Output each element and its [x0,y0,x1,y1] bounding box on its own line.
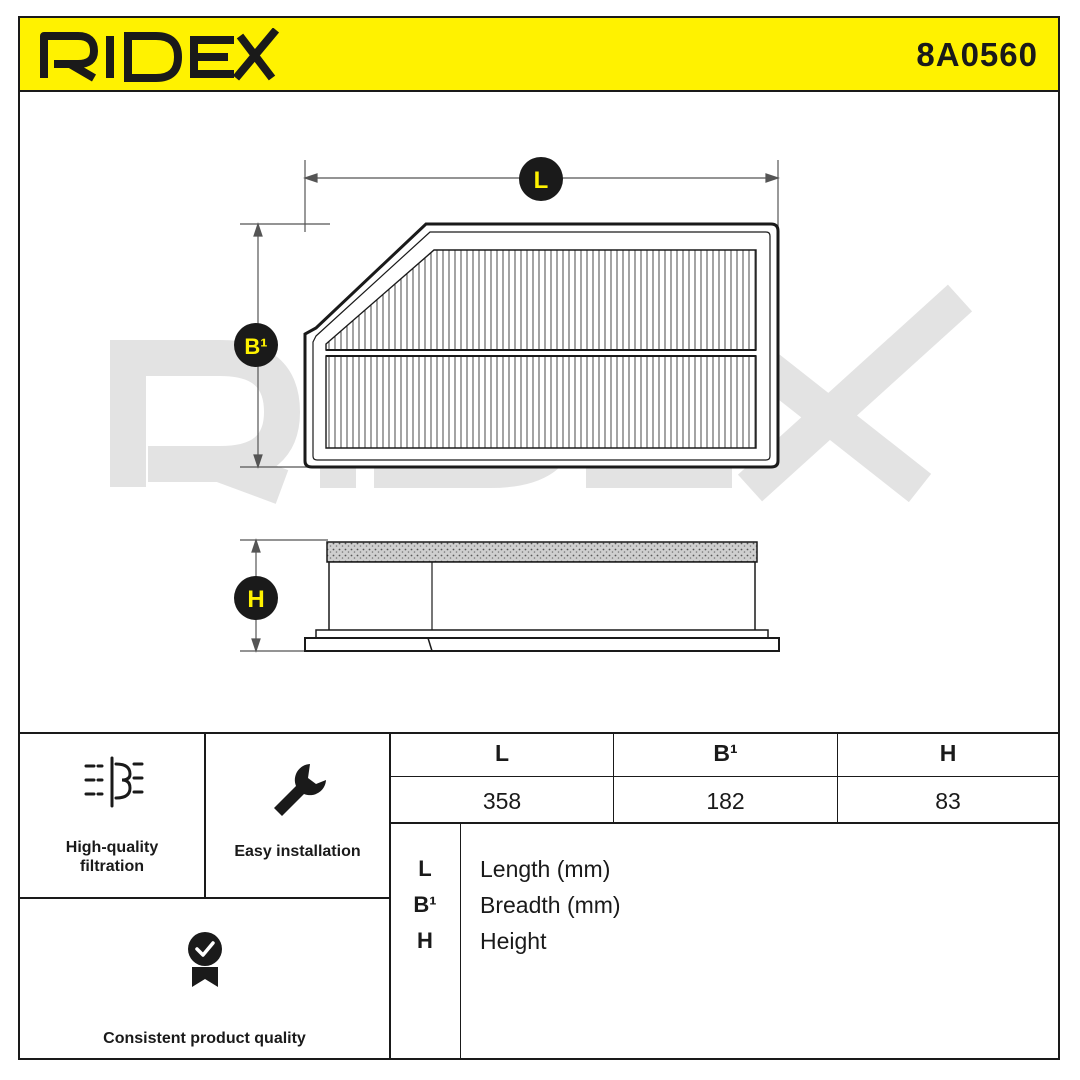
table-cell: 83 [935,788,961,814]
legend-description: Height [480,928,547,954]
header-bar: 8A0560 [20,18,1058,92]
divider [390,776,1058,777]
feature-label: Easy installation [234,843,361,860]
feature-installation: Easy installation [206,732,389,897]
filter-side-view [304,541,780,652]
feature-label: filtration [80,858,144,875]
breadth-badge-label: B¹ [244,334,267,359]
table-header: H [939,740,957,766]
divider [460,823,461,1058]
feature-quality: Consistent product quality [20,899,389,1058]
table-cell: 358 [482,788,522,814]
spec-area: High-quality filtration Easy installatio… [20,732,1058,1058]
filtration-icon [84,756,144,808]
product-sheet: 8A0560 [18,16,1060,1060]
legend-description: Length (mm) [480,856,611,882]
wrench-icon [274,764,326,816]
legend-key: L [418,856,432,881]
legend-description: Breadth (mm) [480,892,621,918]
table-cell: 182 [706,788,745,814]
length-badge [519,157,563,201]
technical-drawing: L B¹ H [110,157,973,653]
height-badge-label: H [247,586,264,613]
feature-filtration: High-quality filtration [20,732,204,897]
legend-key: H [417,928,433,953]
height-badge [234,576,278,620]
divider [204,732,206,898]
divider [389,732,391,1058]
height-dimension [240,538,328,653]
length-badge-label: L [534,167,549,194]
divider [390,822,1058,824]
brand-logo [40,28,280,82]
legend-key: B¹ [413,892,437,917]
filter-top-view [303,222,780,469]
feature-label: Consistent product quality [103,1030,306,1047]
part-number: 8A0560 [916,36,1038,73]
feature-label: High-quality [65,839,159,856]
divider [613,732,614,823]
divider [837,732,838,823]
divider [20,732,1058,734]
table-header: L [494,740,510,766]
table-header: B¹ [713,740,738,766]
breadth-badge [234,323,278,367]
quality-badge-icon [188,932,222,987]
divider [20,897,390,899]
